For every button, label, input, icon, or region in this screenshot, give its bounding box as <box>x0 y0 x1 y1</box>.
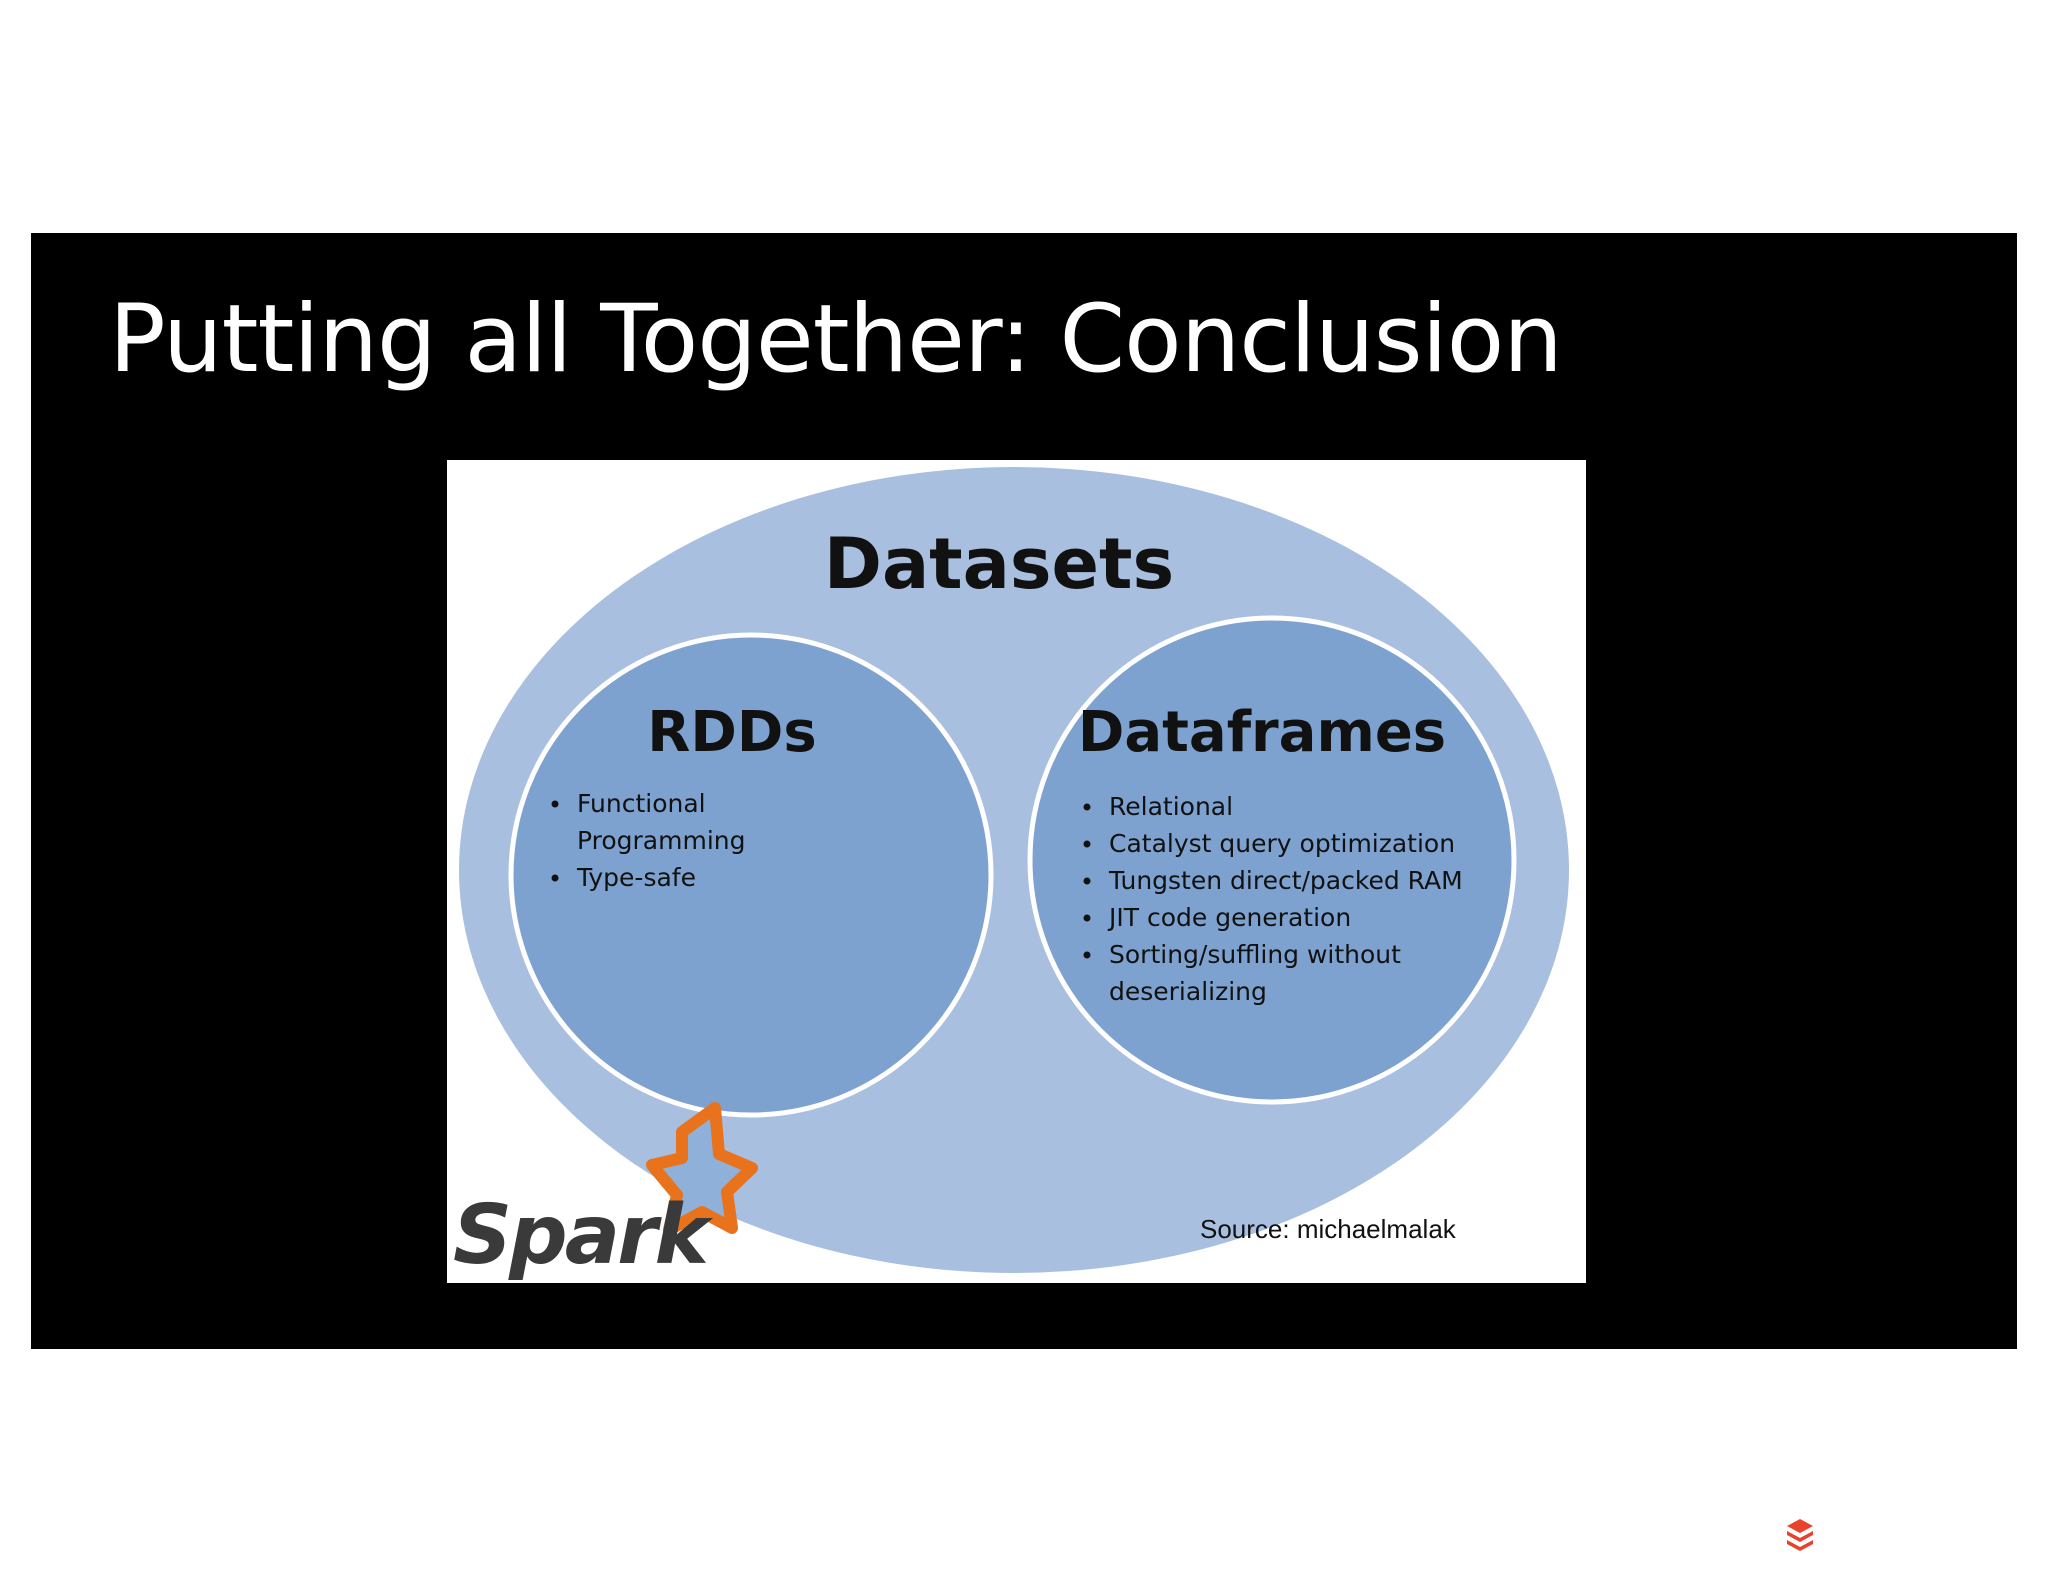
databricks-logo: databricks <box>1785 1513 2003 1554</box>
spark-logo: Spark <box>453 1102 758 1283</box>
datasets-label: Datasets <box>824 523 1174 605</box>
dataframes-label: Dataframes <box>1078 700 1446 765</box>
bullet-dot <box>551 800 559 808</box>
databricks-stack-icon <box>1787 1518 1813 1551</box>
source-note: Source: michaelmalak <box>1200 1214 1456 1244</box>
bullet-dot <box>551 874 559 882</box>
slide-title: Putting all Together: Conclusion <box>109 285 1563 394</box>
bullet-dot <box>1083 877 1091 885</box>
bullet-text: Programming <box>577 826 746 855</box>
bullet-text: Functional <box>577 789 706 818</box>
diagram-canvas: Datasets RDDs Dataframes FunctionalProgr… <box>453 467 1569 1283</box>
bullet-text: JIT code generation <box>1107 903 1351 932</box>
bullet-dot <box>1083 840 1091 848</box>
bullet-dot <box>1083 803 1091 811</box>
bullet-dot <box>1083 914 1091 922</box>
bullet-text: Tungsten direct/packed RAM <box>1108 866 1463 895</box>
bullet-text: Type-safe <box>576 863 696 892</box>
bullet-text: Catalyst query optimization <box>1109 829 1455 858</box>
dataframes-circle <box>1027 615 1517 1105</box>
databricks-wordmark: databricks <box>1819 1513 2003 1554</box>
slide: Putting all Together: Conclusion Dataset… <box>31 233 2017 1554</box>
star-icon <box>646 1102 758 1236</box>
bullet-text: Relational <box>1109 792 1233 821</box>
bullet-dot <box>1083 951 1091 959</box>
rdds-circle <box>508 632 994 1118</box>
bullet-text: deserializing <box>1109 977 1267 1006</box>
rdds-label: RDDs <box>647 700 816 765</box>
bullet-text: Sorting/suffling without <box>1109 940 1401 969</box>
spark-logo-text: Spark <box>453 1188 714 1283</box>
